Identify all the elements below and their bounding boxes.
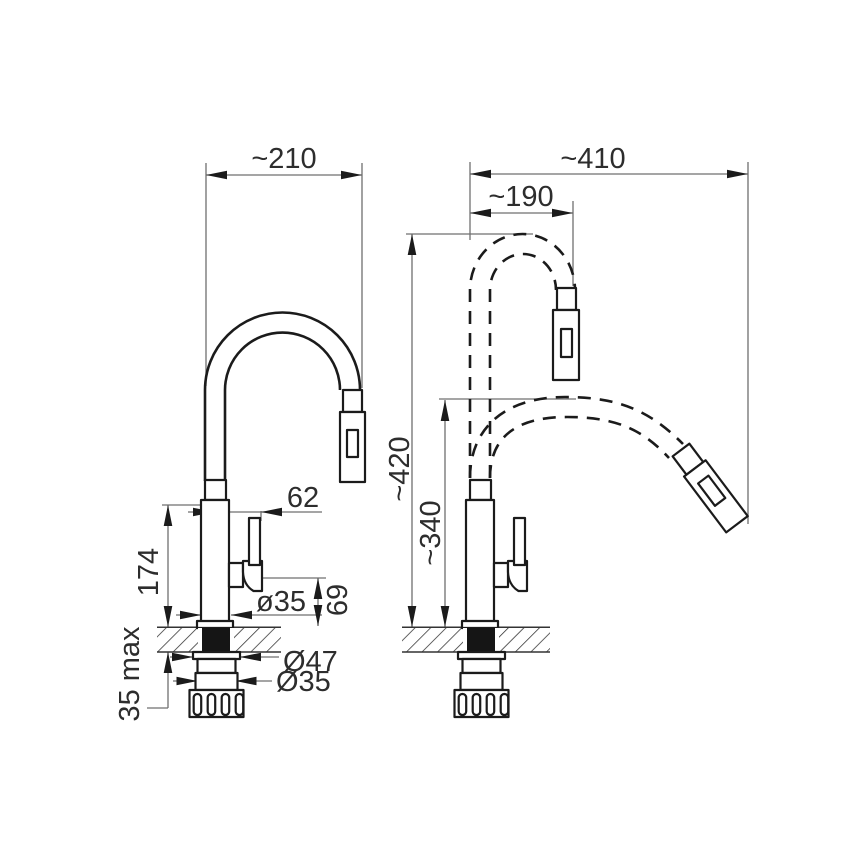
dim-label-overall-reach: ~410 [560, 143, 625, 175]
dim-label-body-height: 174 [133, 548, 165, 596]
arrowhead [313, 605, 323, 626]
arrowhead [470, 169, 491, 179]
spray-head-neck [555, 286, 578, 312]
arrowhead [176, 676, 198, 686]
handle-grip [241, 559, 264, 593]
handle-lever [247, 516, 262, 567]
dim-label-flange-diameter: Ø47 [283, 646, 338, 678]
spray-head-neck [341, 388, 364, 414]
handle-lever [512, 516, 527, 567]
arrowhead [261, 507, 282, 517]
spray-head-window [345, 428, 360, 459]
nut-slot [499, 692, 510, 717]
dim-label-overall-height: ~420 [384, 436, 416, 501]
arrowhead [240, 652, 261, 662]
dim-label-spout-reach-left: ~210 [251, 143, 316, 175]
dimension-labels: ~210 62 174 ø35 69 Ø47 Ø35 35 max ~410 ~… [114, 143, 626, 722]
dim-label-handle-offset: 62 [287, 482, 319, 514]
handle-mount [227, 561, 245, 589]
faucet-body [199, 498, 231, 630]
nut-slot [192, 692, 203, 717]
dim-label-handle-height: 69 [322, 584, 354, 616]
dimension-arrowheads [163, 169, 748, 686]
nut-slot [206, 692, 217, 717]
spray-head-body [338, 410, 367, 484]
under-deck-shank-lower [459, 671, 504, 692]
spray-head-window [696, 474, 727, 507]
nut-slot [220, 692, 231, 717]
nut-slot [457, 692, 468, 717]
hose-out-inner [488, 415, 670, 479]
spout-hose-outer [203, 311, 362, 481]
under-deck-shank-upper [196, 657, 237, 675]
dim-label-body-diameter: ø35 [256, 586, 306, 618]
under-deck-shank-lower [194, 671, 239, 692]
spray-head-body [551, 308, 581, 382]
dim-label-spout-reach-right: ~190 [488, 181, 553, 213]
arrowhead [552, 208, 573, 218]
dim-label-shank-diameter: Ø35 [276, 666, 331, 698]
faucet-body-left [188, 478, 264, 719]
arrowhead [407, 606, 417, 627]
nut-slot [234, 692, 245, 717]
hose-collar [203, 478, 228, 502]
under-deck-shank-upper [461, 657, 502, 675]
hose-out-outer [468, 395, 684, 479]
faucet-body-right [453, 478, 529, 719]
arrowhead [172, 652, 193, 662]
hose-collar [468, 478, 493, 502]
handle-grip [506, 559, 529, 593]
base-collar [460, 619, 500, 630]
arrowhead [440, 400, 450, 421]
spout-hose-inner [223, 331, 342, 481]
base-seal [202, 628, 230, 652]
base-collar [195, 619, 235, 630]
arrowhead [440, 606, 450, 627]
arrowhead [163, 652, 173, 673]
arrowhead [407, 234, 417, 255]
dim-label-deck-thickness: 35 max [114, 626, 146, 722]
arrowhead [206, 170, 227, 180]
faucet-side-view [203, 311, 367, 484]
arrowhead [163, 606, 173, 627]
faucet-body [464, 498, 496, 630]
base-seal [467, 628, 495, 652]
nut-slot [471, 692, 482, 717]
hose-up-inner [488, 252, 558, 478]
dim-label-spout-height: ~340 [415, 500, 447, 565]
arrowhead [231, 610, 252, 620]
arrowhead [180, 610, 201, 620]
spray-head-up-position [551, 286, 581, 382]
arrowhead [341, 170, 362, 180]
dimension-lines [147, 162, 749, 709]
hose-positions-dashed [468, 232, 684, 479]
arrowhead [727, 169, 748, 179]
spray-head-out-position [671, 442, 749, 534]
spray-head-window [559, 327, 574, 359]
nut-slot [485, 692, 496, 717]
arrowhead [313, 578, 323, 599]
arrowhead [235, 676, 257, 686]
handle-mount [492, 561, 510, 589]
arrowhead [470, 208, 491, 218]
arrowhead [163, 505, 173, 526]
hose-up-outer [468, 232, 577, 478]
